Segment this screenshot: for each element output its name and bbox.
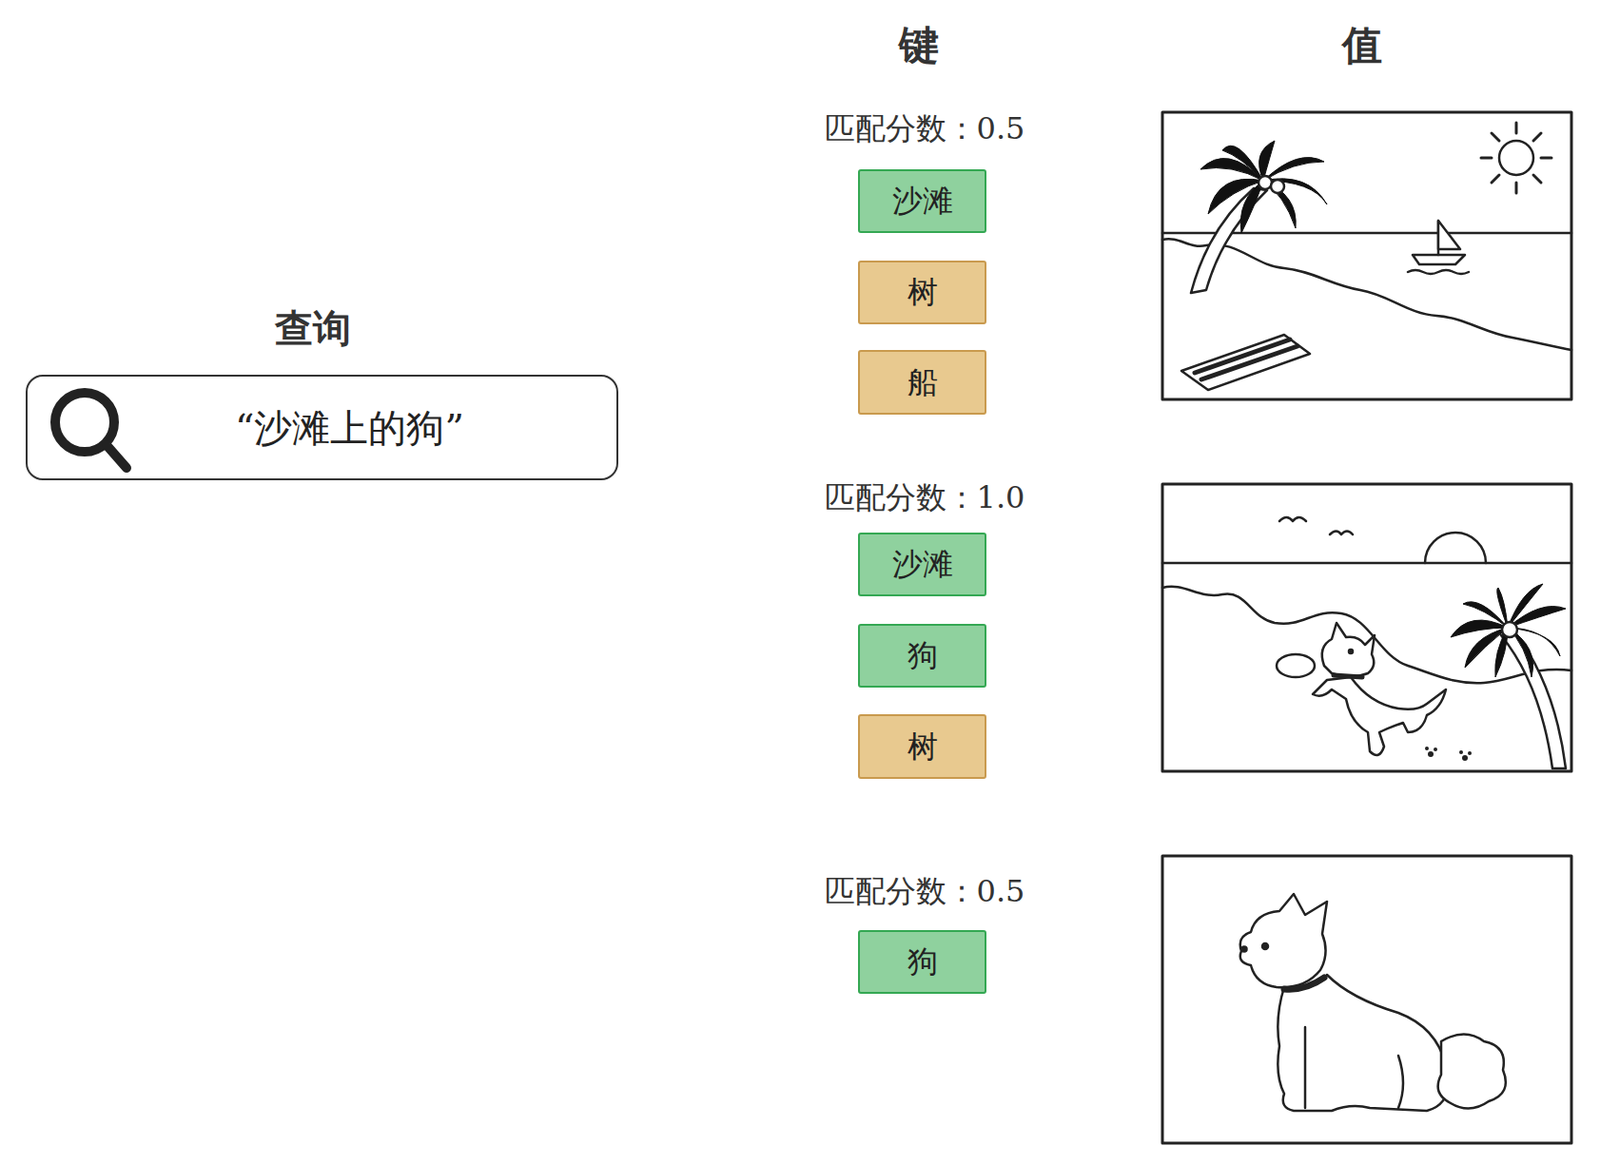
keyword-tag: 船 bbox=[858, 350, 987, 415]
column-heading: 键 bbox=[898, 21, 939, 70]
match-score: 匹配分数：0.5 bbox=[824, 110, 1026, 147]
keyword: 沙滩 bbox=[892, 546, 954, 583]
match-score: 匹配分数：1.0 bbox=[824, 479, 1026, 516]
keyword-tag: 沙滩 bbox=[858, 169, 987, 234]
keyword: 沙滩 bbox=[892, 182, 954, 219]
dog-picture bbox=[1162, 856, 1572, 1144]
keyword-tag: 树 bbox=[858, 714, 987, 780]
keyword: 树 bbox=[907, 728, 938, 765]
query-text: “沙滩上的狗” bbox=[234, 405, 465, 451]
search-box: 查询“沙滩上的狗” bbox=[25, 374, 619, 481]
keyword: 树 bbox=[907, 273, 938, 311]
keyword-tag: 狗 bbox=[858, 930, 987, 995]
dog-on-beach-picture bbox=[1162, 484, 1572, 772]
keyword: 狗 bbox=[907, 637, 938, 674]
beach-picture bbox=[1162, 112, 1572, 400]
query-heading: 查询 bbox=[274, 305, 352, 352]
keyword-tag: 沙滩 bbox=[858, 532, 987, 597]
search-icon bbox=[55, 392, 127, 469]
column-heading: 值 bbox=[1342, 21, 1383, 70]
keyword: 狗 bbox=[907, 943, 938, 980]
keyword-tag: 狗 bbox=[858, 624, 987, 688]
match-score: 匹配分数：0.5 bbox=[824, 873, 1026, 910]
keyword-tag: 树 bbox=[858, 260, 987, 325]
keyword: 船 bbox=[907, 364, 938, 401]
